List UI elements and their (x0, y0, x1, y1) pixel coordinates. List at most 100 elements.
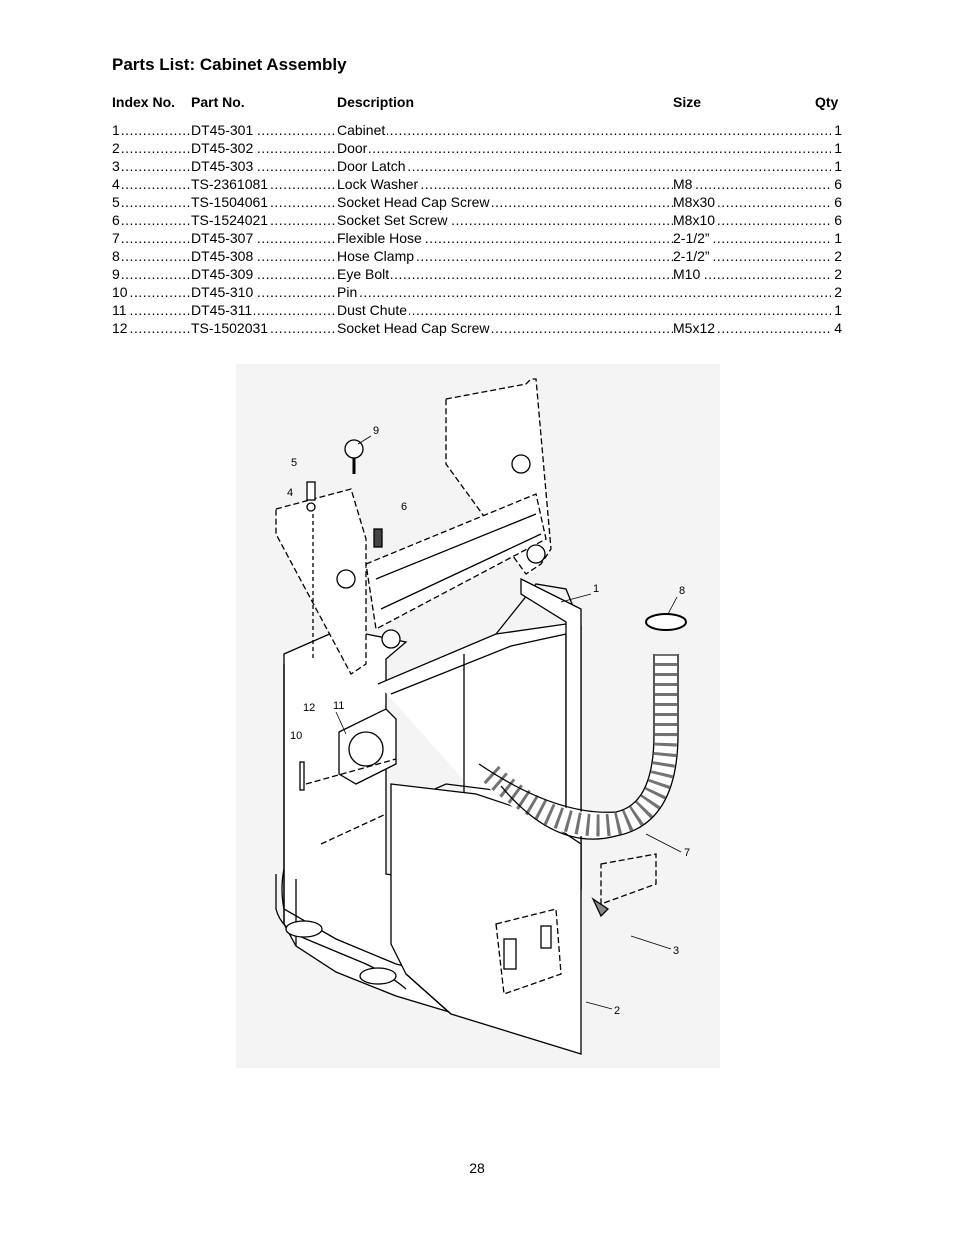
cell-qty: 1 (831, 157, 842, 175)
cell-description: Hose Clamp (337, 247, 417, 265)
dot-leader: ........................................… (337, 121, 842, 139)
cell-part-number: DT45-303 (191, 157, 256, 175)
cell-size: 2-1/2” (673, 247, 712, 265)
callout-10: 10 (290, 730, 302, 742)
callout-3: 3 (673, 945, 679, 957)
cell-index: 12 (112, 319, 130, 337)
header-size: Size (673, 94, 702, 110)
cell-part-number: DT45-311 (191, 301, 255, 319)
cell-description: Socket Head Cap Screw (337, 193, 492, 211)
cell-qty: 1 (831, 121, 842, 139)
dot-leader: ........................................… (112, 139, 191, 157)
header-description: Description (337, 94, 415, 110)
cell-qty: 2 (831, 283, 842, 301)
cell-description: Door (337, 139, 370, 157)
cell-description: Socket Head Cap Screw (337, 319, 492, 337)
cell-description: Socket Set Screw (337, 211, 450, 229)
dot-leader: ........................................… (673, 175, 842, 193)
cell-qty: 1 (831, 229, 842, 247)
cell-qty: 4 (831, 319, 842, 337)
table-row: ........................................… (112, 157, 842, 175)
table-row: ........................................… (112, 229, 842, 247)
cell-description: Dust Chute (337, 301, 410, 319)
dot-leader: ........................................… (673, 247, 842, 265)
cell-qty: 2 (831, 247, 842, 265)
table-row: ........................................… (112, 301, 842, 319)
dot-leader: ........................................… (112, 229, 191, 247)
callout-8: 8 (679, 585, 685, 597)
cell-index: 10 (112, 283, 130, 301)
cell-qty: 1 (831, 139, 842, 157)
callout-4: 4 (287, 487, 293, 499)
callout-5: 5 (291, 457, 297, 469)
dot-leader: ........................................… (337, 139, 842, 157)
cell-part-number: DT45-301 (191, 121, 256, 139)
dot-leader: ........................................… (112, 265, 191, 283)
table-row: ........................................… (112, 139, 842, 157)
table-row: ........................................… (112, 265, 842, 283)
cell-index: 3 (112, 157, 122, 175)
callout-11: 11 (333, 700, 344, 712)
table-row: ........................................… (112, 319, 842, 337)
cell-index: 8 (112, 247, 122, 265)
cell-qty: 6 (831, 211, 842, 229)
cell-size: M5x12 (673, 319, 718, 337)
dot-leader: ........................................… (112, 211, 191, 229)
cell-size: M10 (673, 265, 703, 283)
dot-leader: ........................................… (337, 265, 673, 283)
dot-leader: ........................................… (112, 193, 191, 211)
header-index: Index No. (112, 94, 176, 110)
parts-table: ........................................… (112, 121, 842, 337)
callout-1: 1 (593, 583, 599, 595)
cell-part-number: DT45-307 (191, 229, 256, 247)
cell-part-number: DT45-310 (191, 283, 256, 301)
cell-part-number: TS-1504061 (191, 193, 271, 211)
cell-part-number: TS-2361081 (191, 175, 271, 193)
table-row: ........................................… (112, 121, 842, 139)
cell-index: 9 (112, 265, 122, 283)
cell-size: M8x10 (673, 211, 718, 229)
cell-index: 1 (112, 121, 122, 139)
table-row: ........................................… (112, 193, 842, 211)
cell-description: Flexible Hose (337, 229, 424, 247)
dot-leader: ........................................… (337, 247, 673, 265)
callout-9: 9 (373, 425, 379, 437)
page-title: Parts List: Cabinet Assembly (112, 55, 347, 74)
table-row: ........................................… (112, 211, 842, 229)
callout-7: 7 (684, 847, 690, 859)
dot-leader: ........................................… (112, 175, 191, 193)
cell-index: 7 (112, 229, 122, 247)
cabinet-assembly-diagram: 1 2 3 4 5 6 7 8 9 10 11 12 (236, 364, 720, 1068)
cell-description: Pin (337, 283, 360, 301)
dot-leader: ........................................… (337, 301, 842, 319)
cell-index: 11 (112, 301, 129, 319)
dot-leader: ........................................… (673, 265, 842, 283)
cell-index: 4 (112, 175, 122, 193)
callout-6: 6 (401, 501, 407, 513)
cell-size: M8 (673, 175, 695, 193)
dot-leader: ........................................… (337, 283, 842, 301)
cell-description: Eye Bolt (337, 265, 392, 283)
dot-leader: ........................................… (337, 157, 842, 175)
cell-qty: 2 (831, 265, 842, 283)
dot-leader: ........................................… (112, 301, 191, 319)
table-row: ........................................… (112, 283, 842, 301)
cell-description: Cabinet (337, 121, 388, 139)
cell-qty: 6 (831, 175, 842, 193)
callout-2: 2 (614, 1005, 620, 1017)
cell-part-number: DT45-309 (191, 265, 256, 283)
table-row: ........................................… (112, 247, 842, 265)
cell-description: Lock Washer (337, 175, 421, 193)
page-number: 28 (469, 1160, 485, 1176)
dot-leader: ........................................… (112, 319, 191, 337)
cell-index: 6 (112, 211, 122, 229)
dot-leader: ........................................… (673, 229, 842, 247)
cell-index: 2 (112, 139, 122, 157)
dot-leader: ........................................… (112, 283, 191, 301)
header-part: Part No. (191, 94, 245, 110)
cell-part-number: TS-1524021 (191, 211, 271, 229)
callout-12: 12 (303, 702, 315, 714)
cell-part-number: DT45-308 (191, 247, 256, 265)
dot-leader: ........................................… (337, 175, 673, 193)
exploded-view-drawing: 1 2 3 4 5 6 7 8 9 10 11 12 (236, 364, 720, 1068)
